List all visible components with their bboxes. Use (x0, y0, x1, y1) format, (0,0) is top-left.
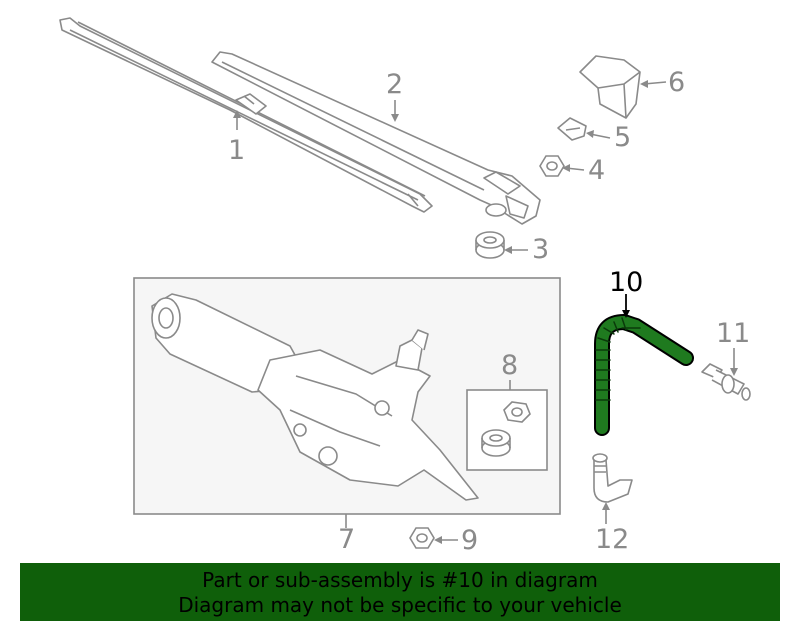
callout-3: 3 (532, 234, 550, 265)
part-12-elbow-hose[interactable] (592, 453, 633, 503)
part-11-connector[interactable] (701, 363, 751, 401)
callout-7: 7 (338, 524, 356, 555)
callout-6: 6 (668, 67, 686, 98)
part-9-nut[interactable] (409, 527, 435, 549)
callout-10: 10 (609, 267, 644, 298)
callout-2: 2 (386, 69, 404, 100)
callout-5: 5 (614, 122, 632, 153)
part-8-grommet-nut-kit[interactable] (481, 401, 531, 457)
callout-12: 12 (595, 524, 630, 555)
part-10-washer-hose[interactable] (594, 314, 694, 436)
banner-line-1: Part or sub-assembly is #10 in diagram (202, 568, 598, 592)
callout-1: 1 (228, 135, 246, 166)
leader-10-arrowhead (622, 310, 630, 318)
part-4-nut[interactable] (539, 155, 565, 177)
part-3-grommet[interactable] (475, 231, 505, 259)
parts-diagram (59, 17, 751, 549)
callout-11: 11 (716, 318, 751, 349)
callout-9: 9 (461, 525, 479, 556)
info-banner: Part or sub-assembly is #10 in diagram D… (20, 563, 780, 621)
leader-arrowheads (233, 80, 738, 544)
part-6-cap[interactable] (579, 55, 641, 119)
part-8-box (466, 389, 548, 471)
part-5-clip[interactable] (557, 117, 587, 141)
banner-line-2: Diagram may not be specific to your vehi… (178, 593, 622, 617)
callout-4: 4 (588, 155, 606, 186)
part-2-wiper-arm[interactable] (211, 51, 541, 225)
part-1-wiper-blade[interactable] (59, 17, 433, 213)
callout-8: 8 (501, 350, 519, 381)
part-7-wiper-motor[interactable] (151, 293, 479, 501)
